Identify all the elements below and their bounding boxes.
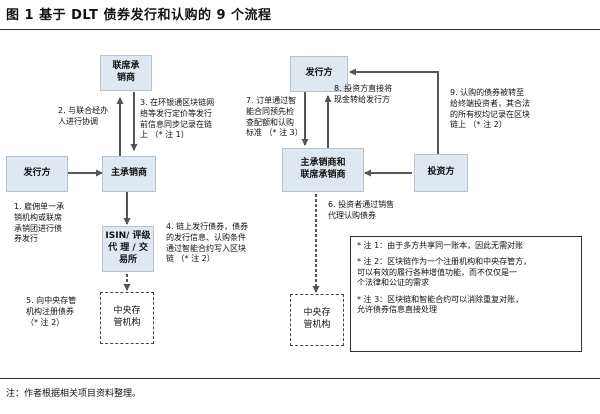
legend-2-line-3: 个法律和公证的需求 — [357, 278, 429, 288]
legend-2-line-1: * 注 2：区块链作为一个注册机构和中央存管方， — [357, 257, 532, 267]
step-7-line-4: 标准 （* 注 3） — [246, 128, 303, 138]
step-7-line-2: 能合同预先检 — [246, 106, 294, 116]
legend-3-line-1: * 注 3：区块链和智能合约可以消除重复对账， — [357, 294, 524, 304]
underwriters-line-1: 主承销商和 — [300, 158, 346, 169]
csd-right-line-2: 管机构 — [303, 320, 331, 330]
lead-underwriter-box: 主承销商 — [102, 156, 156, 192]
legend-box: * 注 1：由于多方共享同一账本，因此无需对账 * 注 2：区块链作为一个注册机… — [350, 236, 582, 352]
step-2-line-1: 2. 与联合经办 — [58, 106, 109, 115]
step-6-line-1: 6. 投资者通过销售 — [328, 200, 395, 209]
isin-line-3: 易所 — [118, 254, 137, 265]
step-9-line-1: 9. 认购的债券被转至 — [450, 88, 525, 97]
underwriters-line-2: 联席承销商 — [300, 170, 346, 180]
source-footnote: 注：作者根据相关项目资料整理。 — [6, 389, 142, 399]
investor-box: 投资方 — [414, 154, 468, 192]
legend-note-2: * 注 2：区块链作为一个注册机构和中央存管方， 可以有效的履行各种增值功能，而… — [357, 257, 575, 288]
step-7-note: 7. 订单通过智 能合同预先检 查配额和认购 标准 （* 注 3） — [246, 96, 303, 139]
step-7-line-1: 7. 订单通过智 — [246, 96, 297, 105]
legend-1-line-1: * 注 1：由于多方共享同一账本，因此无需对账 — [357, 241, 524, 250]
csd-left-line-1: 中央存 — [113, 306, 141, 317]
underwriters-box: 主承销商和联席承销商 — [282, 148, 364, 192]
step-9-line-2: 给终端投资者，其合法 — [450, 98, 530, 108]
step-1-line-3: 承销团进行债 — [14, 223, 62, 233]
legend-note-3: * 注 3：区块链和智能合约可以消除重复对账， 允许债券信息直接处理 — [357, 295, 575, 316]
step-6-note: 6. 投资者通过销售 代理认购债券 — [328, 200, 394, 222]
step-3-note: 3. 在环银通区块链网 络等发行定价等发行 前信息同步记录在链 上 （* 注 1… — [140, 98, 214, 141]
step-1-note: 1. 雇佣单一承 销机构或联席 承销团进行债 券发行 — [14, 202, 64, 245]
step-4-line-3: 通过智能合约写入区块 — [166, 243, 246, 253]
title-rule — [0, 29, 600, 30]
issuer-left-label: 发行方 — [23, 168, 51, 179]
issuer-left-box: 发行方 — [6, 156, 68, 192]
step-5-note: 5. 向中央存管 机构注册债券 （* 注 2） — [26, 296, 76, 328]
step-3-line-4: 上 （* 注 1） — [140, 130, 189, 140]
issuer-right-box: 发行方 — [290, 56, 348, 92]
bottom-rule — [0, 378, 600, 379]
step-9-note: 9. 认购的债券被转至 给终端投资者，其合法 的所有权均记录在区块 链上 （* … — [450, 88, 530, 131]
step-3-line-3: 前信息同步记录在链 — [140, 119, 212, 129]
step-5-line-2: 机构注册债券 — [26, 306, 74, 316]
step-5-line-3: （* 注 2） — [26, 317, 65, 327]
step-8-note: 8. 投资方直接将 现金转给发行方 — [334, 84, 392, 106]
legend-note-1: * 注 1：由于多方共享同一账本，因此无需对账 — [357, 241, 575, 251]
syndicate-line-1: 联席承 — [112, 61, 140, 72]
syndicate-box: 联席承销商 — [100, 55, 152, 91]
issuer-right-label: 发行方 — [305, 68, 333, 79]
isin-line-1: ISIN/ 评级 — [105, 231, 151, 242]
step-2-note: 2. 与联合经办 人进行协调 — [58, 106, 108, 128]
step-1-line-4: 券发行 — [14, 234, 38, 244]
arrow-investor-to-issuer — [349, 68, 439, 154]
step-4-line-4: 链 （* 注 2） — [166, 254, 215, 264]
step-4-line-2: 的发行信息、认购条件 — [166, 232, 246, 242]
step-1-line-1: 1. 雇佣单一承 — [14, 202, 65, 211]
step-4-line-1: 4. 链上发行债券，债券 — [166, 222, 249, 231]
step-6-line-2: 代理认购债券 — [328, 210, 376, 220]
csd-left-box: 中央存管机构 — [100, 292, 154, 344]
step-4-note: 4. 链上发行债券，债券 的发行信息、认购条件 通过智能合约写入区块 链 （* … — [166, 222, 248, 265]
step-1-line-2: 销机构或联席 — [14, 212, 62, 222]
step-3-line-1: 3. 在环银通区块链网 — [140, 98, 215, 107]
csd-right-line-1: 中央存 — [303, 308, 331, 319]
investor-label: 投资方 — [427, 167, 455, 178]
step-3-line-2: 络等发行定价等发行 — [140, 108, 212, 118]
page-title: 图 1 基于 DLT 债券发行和认购的 9 个流程 — [6, 8, 272, 23]
csd-left-line-2: 管机构 — [113, 318, 141, 328]
isin-line-2: 代 理 / 交 — [108, 243, 148, 254]
csd-right-box: 中央存管机构 — [290, 294, 344, 346]
step-5-line-1: 5. 向中央存管 — [26, 296, 77, 305]
lead-underwriter-label: 主承销商 — [110, 168, 147, 179]
isin-agent-box: ISIN/ 评级代 理 / 交易所 — [102, 226, 154, 272]
syndicate-line-2: 销商 — [116, 73, 135, 83]
step-8-line-1: 8. 投资方直接将 — [334, 84, 393, 93]
legend-3-line-2: 允许债券信息直接处理 — [357, 304, 437, 314]
step-2-line-2: 人进行协调 — [58, 116, 98, 126]
legend-2-line-2: 可以有效的履行各种增值功能，而不仅仅是一 — [357, 267, 517, 277]
step-9-line-4: 链上 （* 注 2） — [450, 120, 507, 130]
step-7-line-3: 查配额和认购 — [246, 117, 294, 127]
step-9-line-3: 的所有权均记录在区块 — [450, 109, 530, 119]
step-8-line-2: 现金转给发行方 — [334, 94, 390, 104]
